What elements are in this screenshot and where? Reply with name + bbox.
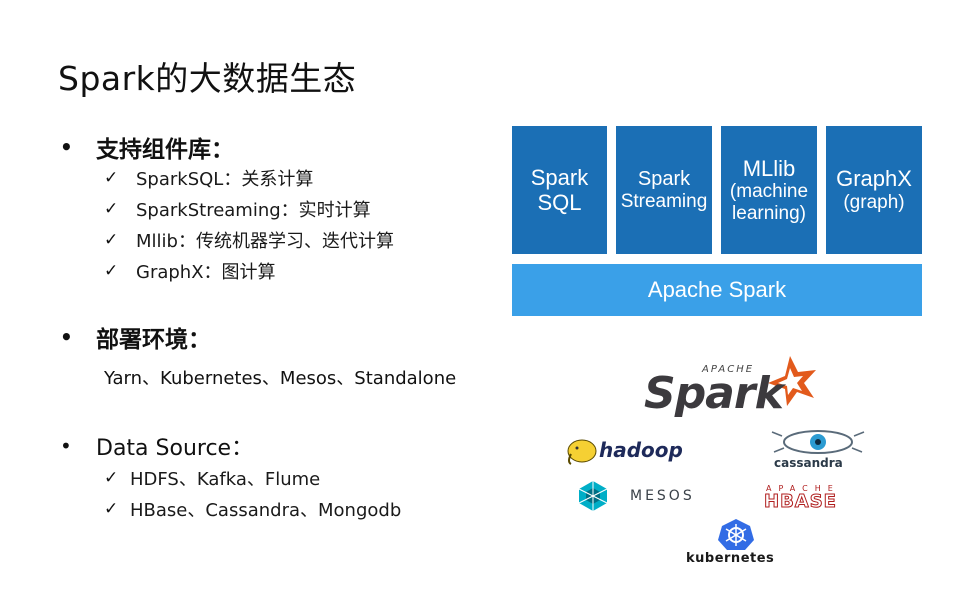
components-list: ✓ SparkSQL：关系计算 ✓ SparkStreaming：实时计算 ✓ Mll… bbox=[104, 162, 394, 286]
bullet: • bbox=[60, 135, 73, 159]
section-deploy-heading: • 部署环境： bbox=[60, 320, 211, 354]
hbase-logo: APACHE HBASE bbox=[764, 484, 874, 513]
mesos-logo-text: MESOS bbox=[630, 488, 695, 504]
cassandra-logo-text: cassandra bbox=[774, 456, 843, 470]
check-icon: ✓ bbox=[104, 198, 119, 219]
diagram-base-apache-spark: Apache Spark bbox=[512, 264, 922, 316]
list-item: ✓ GraphX：图计算 bbox=[104, 255, 394, 286]
item-text: SparkStreaming：实时计算 bbox=[136, 199, 371, 221]
spark-logo-text: Spark bbox=[644, 368, 784, 419]
box-line: (machine bbox=[729, 180, 809, 202]
check-icon: ✓ bbox=[104, 498, 119, 519]
bullet: • bbox=[60, 325, 73, 349]
item-text: Mllib：传统机器学习、迭代计算 bbox=[136, 230, 394, 252]
spark-apache-text: APACHE bbox=[702, 364, 755, 375]
spark-star-icon bbox=[768, 356, 816, 406]
hbase-apache-text: APACHE bbox=[766, 484, 840, 493]
check-icon: ✓ bbox=[104, 167, 119, 188]
datasource-list: ✓ HDFS、Kafka、Flume ✓ HBase、Cassandra、Mongo… bbox=[104, 462, 401, 524]
heading-text: 支持组件库： bbox=[96, 137, 234, 163]
mesos-logo: MESOS bbox=[576, 480, 716, 512]
section-datasource-heading: • Data Source： bbox=[60, 430, 253, 462]
kubernetes-logo-text: kubernetes bbox=[686, 551, 775, 566]
item-text: SparkSQL：关系计算 bbox=[136, 168, 314, 190]
heading-text: 部署环境： bbox=[96, 327, 211, 353]
item-text: HDFS、Kafka、Flume bbox=[130, 468, 321, 490]
box-line: Spark bbox=[637, 167, 691, 190]
diagram-box-graphx: GraphX(graph) bbox=[826, 126, 922, 254]
list-item: ✓ SparkStreaming：实时计算 bbox=[104, 193, 394, 224]
hbase-logo-text: HBASE bbox=[764, 491, 837, 513]
hadoop-logo: hadoop bbox=[565, 434, 715, 468]
item-text: HBase、Cassandra、Mongodb bbox=[130, 499, 402, 521]
box-line: learning) bbox=[732, 202, 806, 224]
page-title: Spark的大数据生态 bbox=[58, 59, 357, 98]
section-components-heading: • 支持组件库： bbox=[60, 130, 234, 164]
kubernetes-helm-icon bbox=[718, 519, 754, 550]
cassandra-logo: cassandra bbox=[768, 428, 868, 472]
elephant-icon bbox=[567, 439, 597, 465]
item-text: GraphX：图计算 bbox=[136, 261, 276, 283]
check-icon: ✓ bbox=[104, 467, 119, 488]
heading-text: Data Source： bbox=[96, 436, 254, 461]
check-icon: ✓ bbox=[104, 229, 119, 250]
kubernetes-logo: kubernetes bbox=[684, 518, 788, 568]
list-item: ✓ Mllib：传统机器学习、迭代计算 bbox=[104, 224, 394, 255]
deploy-environments: Yarn、Kubernetes、Mesos、Standalone bbox=[104, 368, 457, 389]
eye-icon bbox=[771, 430, 865, 454]
box-line: MLlib bbox=[742, 155, 796, 181]
spark-logo: APACHE Spark bbox=[640, 350, 840, 420]
box-line: (graph) bbox=[843, 191, 905, 213]
box-line: Streaming bbox=[620, 190, 708, 212]
mesos-hex-icon bbox=[578, 481, 608, 511]
bullet: • bbox=[60, 434, 72, 458]
hadoop-logo-text: hadoop bbox=[599, 438, 683, 462]
box-line: SQL bbox=[537, 190, 582, 215]
box-line: Spark bbox=[530, 164, 589, 190]
list-item: ✓ SparkSQL：关系计算 bbox=[104, 162, 394, 193]
box-line: GraphX bbox=[836, 166, 912, 192]
check-icon: ✓ bbox=[104, 260, 119, 281]
list-item: ✓ HDFS、Kafka、Flume bbox=[104, 462, 401, 493]
list-item: ✓ HBase、Cassandra、Mongodb bbox=[104, 493, 401, 524]
